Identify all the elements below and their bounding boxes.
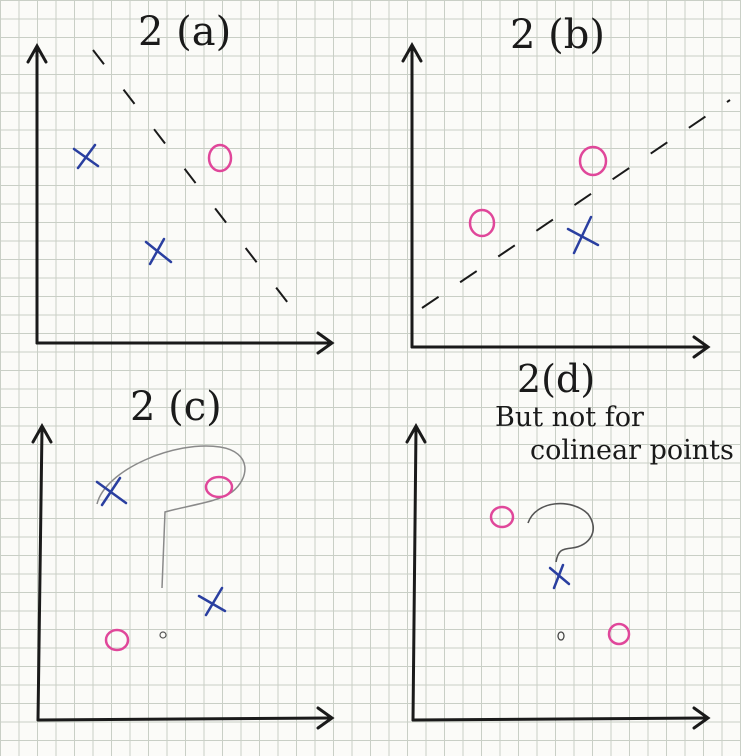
y-axis xyxy=(411,426,418,722)
panel-a-title: 2 (a) xyxy=(138,9,231,55)
x-mark xyxy=(72,143,100,170)
x-axis-arrow-icon xyxy=(316,706,335,730)
panel-c-title: 2 (c) xyxy=(130,384,222,430)
o-mark xyxy=(468,208,496,238)
panel-d-note-line1: But not for xyxy=(495,402,644,433)
question-mark-curve xyxy=(527,502,594,563)
o-mark xyxy=(489,505,515,529)
y-axis-arrow-icon xyxy=(26,42,48,64)
panel-b-axes xyxy=(401,41,711,359)
question-mark-dot xyxy=(557,631,565,641)
y-axis-arrow-icon xyxy=(31,422,53,444)
x-axis xyxy=(36,716,332,722)
y-axis-arrow-icon xyxy=(405,422,427,444)
y-axis xyxy=(36,426,44,722)
x-mark xyxy=(197,586,227,617)
x-mark xyxy=(566,215,600,255)
question-mark-curve xyxy=(96,445,246,589)
x-mark xyxy=(144,237,173,266)
x-axis-arrow-icon xyxy=(316,331,335,355)
panel-b-title: 2 (b) xyxy=(510,12,605,58)
o-mark xyxy=(578,145,608,177)
panel-a-axes xyxy=(26,42,335,355)
x-axis xyxy=(411,716,708,722)
panel-d-note-line2: colinear points xyxy=(530,435,734,466)
panel-c: 2 (c) xyxy=(31,384,335,730)
panel-a: 2 (a) xyxy=(26,9,335,355)
panel-b: 2 (b) xyxy=(401,12,731,359)
decision-boundary xyxy=(92,49,306,326)
question-mark-dot xyxy=(159,631,167,639)
x-axis-arrow-icon xyxy=(692,335,711,359)
o-mark xyxy=(207,143,233,173)
panel-d-title: 2(d) xyxy=(517,357,595,401)
panel-c-axes xyxy=(31,422,335,730)
panel-d-axes xyxy=(405,422,711,730)
o-mark xyxy=(607,622,631,646)
decision-boundary xyxy=(421,99,731,309)
x-mark xyxy=(95,476,128,507)
x-axis-arrow-icon xyxy=(692,706,711,730)
y-axis-arrow-icon xyxy=(401,41,423,63)
o-mark xyxy=(204,475,234,499)
panel-d: 2(d) But not for colinear points xyxy=(405,357,734,730)
x-mark xyxy=(548,563,571,590)
o-mark xyxy=(104,628,130,652)
